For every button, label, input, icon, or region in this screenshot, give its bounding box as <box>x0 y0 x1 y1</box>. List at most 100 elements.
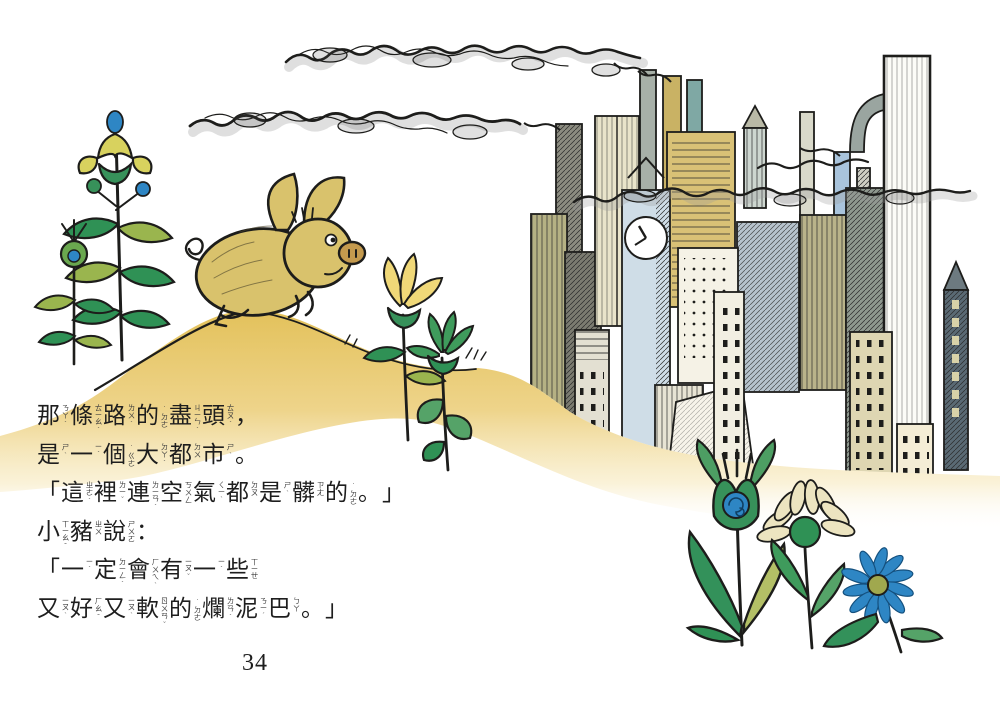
char-with-zhuyin: 「 <box>37 557 60 582</box>
char-with-zhuyin: 泥ㄋㄧˊ <box>235 594 267 626</box>
char-with-zhuyin: 有ㄧㄡˇ <box>160 555 192 587</box>
char-with-zhuyin: 「 <box>37 480 60 505</box>
char-with-zhuyin: 的˙ㄉㄜ <box>169 594 201 626</box>
leaves <box>33 294 116 349</box>
spired-tower <box>942 259 970 471</box>
zhuyin-annotation: ㄑㄧˋ <box>217 481 225 504</box>
char-with-zhuyin: 一ㄧˊ <box>70 440 102 472</box>
char-with-zhuyin: 又ㄧㄡˋ <box>37 594 69 626</box>
zhuyin-annotation: ㄓㄜˋ <box>85 481 93 505</box>
char-with-zhuyin: 好ㄏㄠˇ <box>70 594 102 626</box>
pig-shading <box>211 225 273 295</box>
char-with-zhuyin: 。 <box>235 441 258 467</box>
char-with-zhuyin: 。 <box>301 595 324 621</box>
pig-mouth <box>324 267 343 276</box>
char-with-zhuyin: 這ㄓㄜˋ <box>61 478 93 510</box>
zhuyin-annotation: ㄕˋ <box>283 481 291 498</box>
char-with-zhuyin: 定ㄉㄧㄥˋ <box>94 557 126 587</box>
pig-ears <box>266 172 346 232</box>
flower-fleur <box>96 132 134 161</box>
char-with-zhuyin: 都ㄉㄨ <box>169 440 201 472</box>
zhuyin-annotation: ㄓㄨ <box>94 519 102 535</box>
pig-tail <box>184 237 204 262</box>
char-with-zhuyin: 又ㄧㄡˋ <box>103 594 135 626</box>
zhuyin-annotation: ㄉㄡ <box>250 481 258 496</box>
char-with-zhuyin: 是ㄕˋ <box>37 440 69 472</box>
zhuyin-annotation: ㄕˋ <box>61 442 69 460</box>
page-number: 34 <box>242 650 268 676</box>
zhuyin-annotation: ˙ㄉㄜ <box>160 404 168 428</box>
yellow-cup-flower <box>362 252 447 442</box>
zhuyin-annotation: ㄗㄤ <box>316 481 324 496</box>
char-with-zhuyin: 盡ㄐㄧㄣˋ <box>169 403 201 433</box>
hill-contour <box>93 309 250 392</box>
zhuyin-annotation: ㄖㄨㄢˇ <box>160 596 168 626</box>
char-with-zhuyin: 說ㄕㄨㄛ <box>103 517 135 549</box>
char-with-zhuyin: 都ㄉㄡ <box>226 478 258 510</box>
zhuyin-annotation: ㄊㄧㄠˊ <box>94 404 102 433</box>
zhuyin-annotation: ㄉㄨ <box>193 442 201 458</box>
char-with-zhuyin: 的˙ㄉㄜ <box>136 401 168 433</box>
zhuyin-annotation: ㄊㄡˊ <box>226 404 234 428</box>
green-tulip-flower <box>685 438 786 647</box>
char-with-zhuyin: 小ㄒㄧㄠˇ <box>37 518 69 549</box>
running-pig <box>184 172 367 328</box>
zhuyin-annotation: ㄧˊ <box>94 442 102 458</box>
char-with-zhuyin: 些ㄒㄧㄝ <box>226 555 258 587</box>
blue-daisy <box>822 547 944 654</box>
cream-daisy <box>756 479 856 650</box>
tulip-spiral-center <box>722 491 750 519</box>
char-with-zhuyin: 是ㄕˋ <box>259 478 291 510</box>
zhuyin-annotation: ㄌㄨˋ <box>127 404 135 428</box>
zhuyin-annotation: ㄉㄧㄥˋ <box>118 558 126 587</box>
char-with-zhuyin: 。 <box>358 480 381 505</box>
zhuyin-annotation: ˙ㄉㄜ <box>193 596 201 621</box>
smoke-trails <box>188 44 648 140</box>
zhuyin-annotation: ㄋㄚˋ <box>61 404 69 428</box>
zhuyin-annotation: ˙ㄉㄜ <box>349 481 357 505</box>
zhuyin-annotation: ㄒㄧㄝ <box>250 558 258 579</box>
char-with-zhuyin: 的˙ㄉㄜ <box>325 478 357 510</box>
daisy-center <box>867 574 889 596</box>
zhuyin-annotation: ㄏㄨㄟˋ <box>151 558 159 587</box>
zhuyin-annotation: ㄌㄢˋ <box>226 596 234 621</box>
zhuyin-annotation: ㄌㄧㄢˊ <box>151 481 159 510</box>
char-with-zhuyin: 那ㄋㄚˋ <box>37 401 69 433</box>
char-with-zhuyin: 路ㄌㄨˋ <box>103 401 135 433</box>
smoke-trail-top <box>284 45 648 72</box>
smoke-trail-city <box>572 158 978 212</box>
zhuyin-annotation: ㄅㄚ <box>292 596 300 612</box>
tall-flower-plant <box>62 110 176 362</box>
leaves <box>685 529 786 643</box>
pig-legs <box>214 290 314 328</box>
char-with-zhuyin: 條ㄊㄧㄠˊ <box>70 403 102 433</box>
leaves <box>770 537 846 619</box>
char-with-zhuyin: 豬ㄓㄨ <box>70 517 102 549</box>
zhuyin-annotation: ㄉㄚˋ <box>160 442 168 467</box>
char-with-zhuyin: ， <box>235 403 258 428</box>
zhuyin-annotation: ㄧˋ <box>217 558 225 573</box>
char-with-zhuyin: 大ㄉㄚˋ <box>136 440 168 472</box>
char-with-zhuyin: 髒ㄗㄤ <box>292 478 324 510</box>
char-with-zhuyin: 市ㄕˋ <box>202 440 234 472</box>
char-with-zhuyin: 一ㄧˋ <box>193 555 225 587</box>
zhuyin-annotation: ㄧˊ <box>85 558 93 573</box>
pig-hair <box>291 207 314 223</box>
zhuyin-annotation: ㄕㄨㄛ <box>127 519 135 543</box>
zhuyin-annotation: ㄋㄧˊ <box>259 596 267 620</box>
zhuyin-annotation: ㄎㄨㄥ <box>184 481 192 504</box>
green-splay-flower <box>405 310 475 472</box>
pig-snout <box>337 240 367 266</box>
zhuyin-annotation: ㄧㄡˋ <box>127 596 135 620</box>
petals <box>756 479 856 543</box>
flower-blue-center <box>106 110 124 134</box>
curly-leaves <box>416 398 473 462</box>
char-with-zhuyin: 爛ㄌㄢˋ <box>202 594 234 626</box>
